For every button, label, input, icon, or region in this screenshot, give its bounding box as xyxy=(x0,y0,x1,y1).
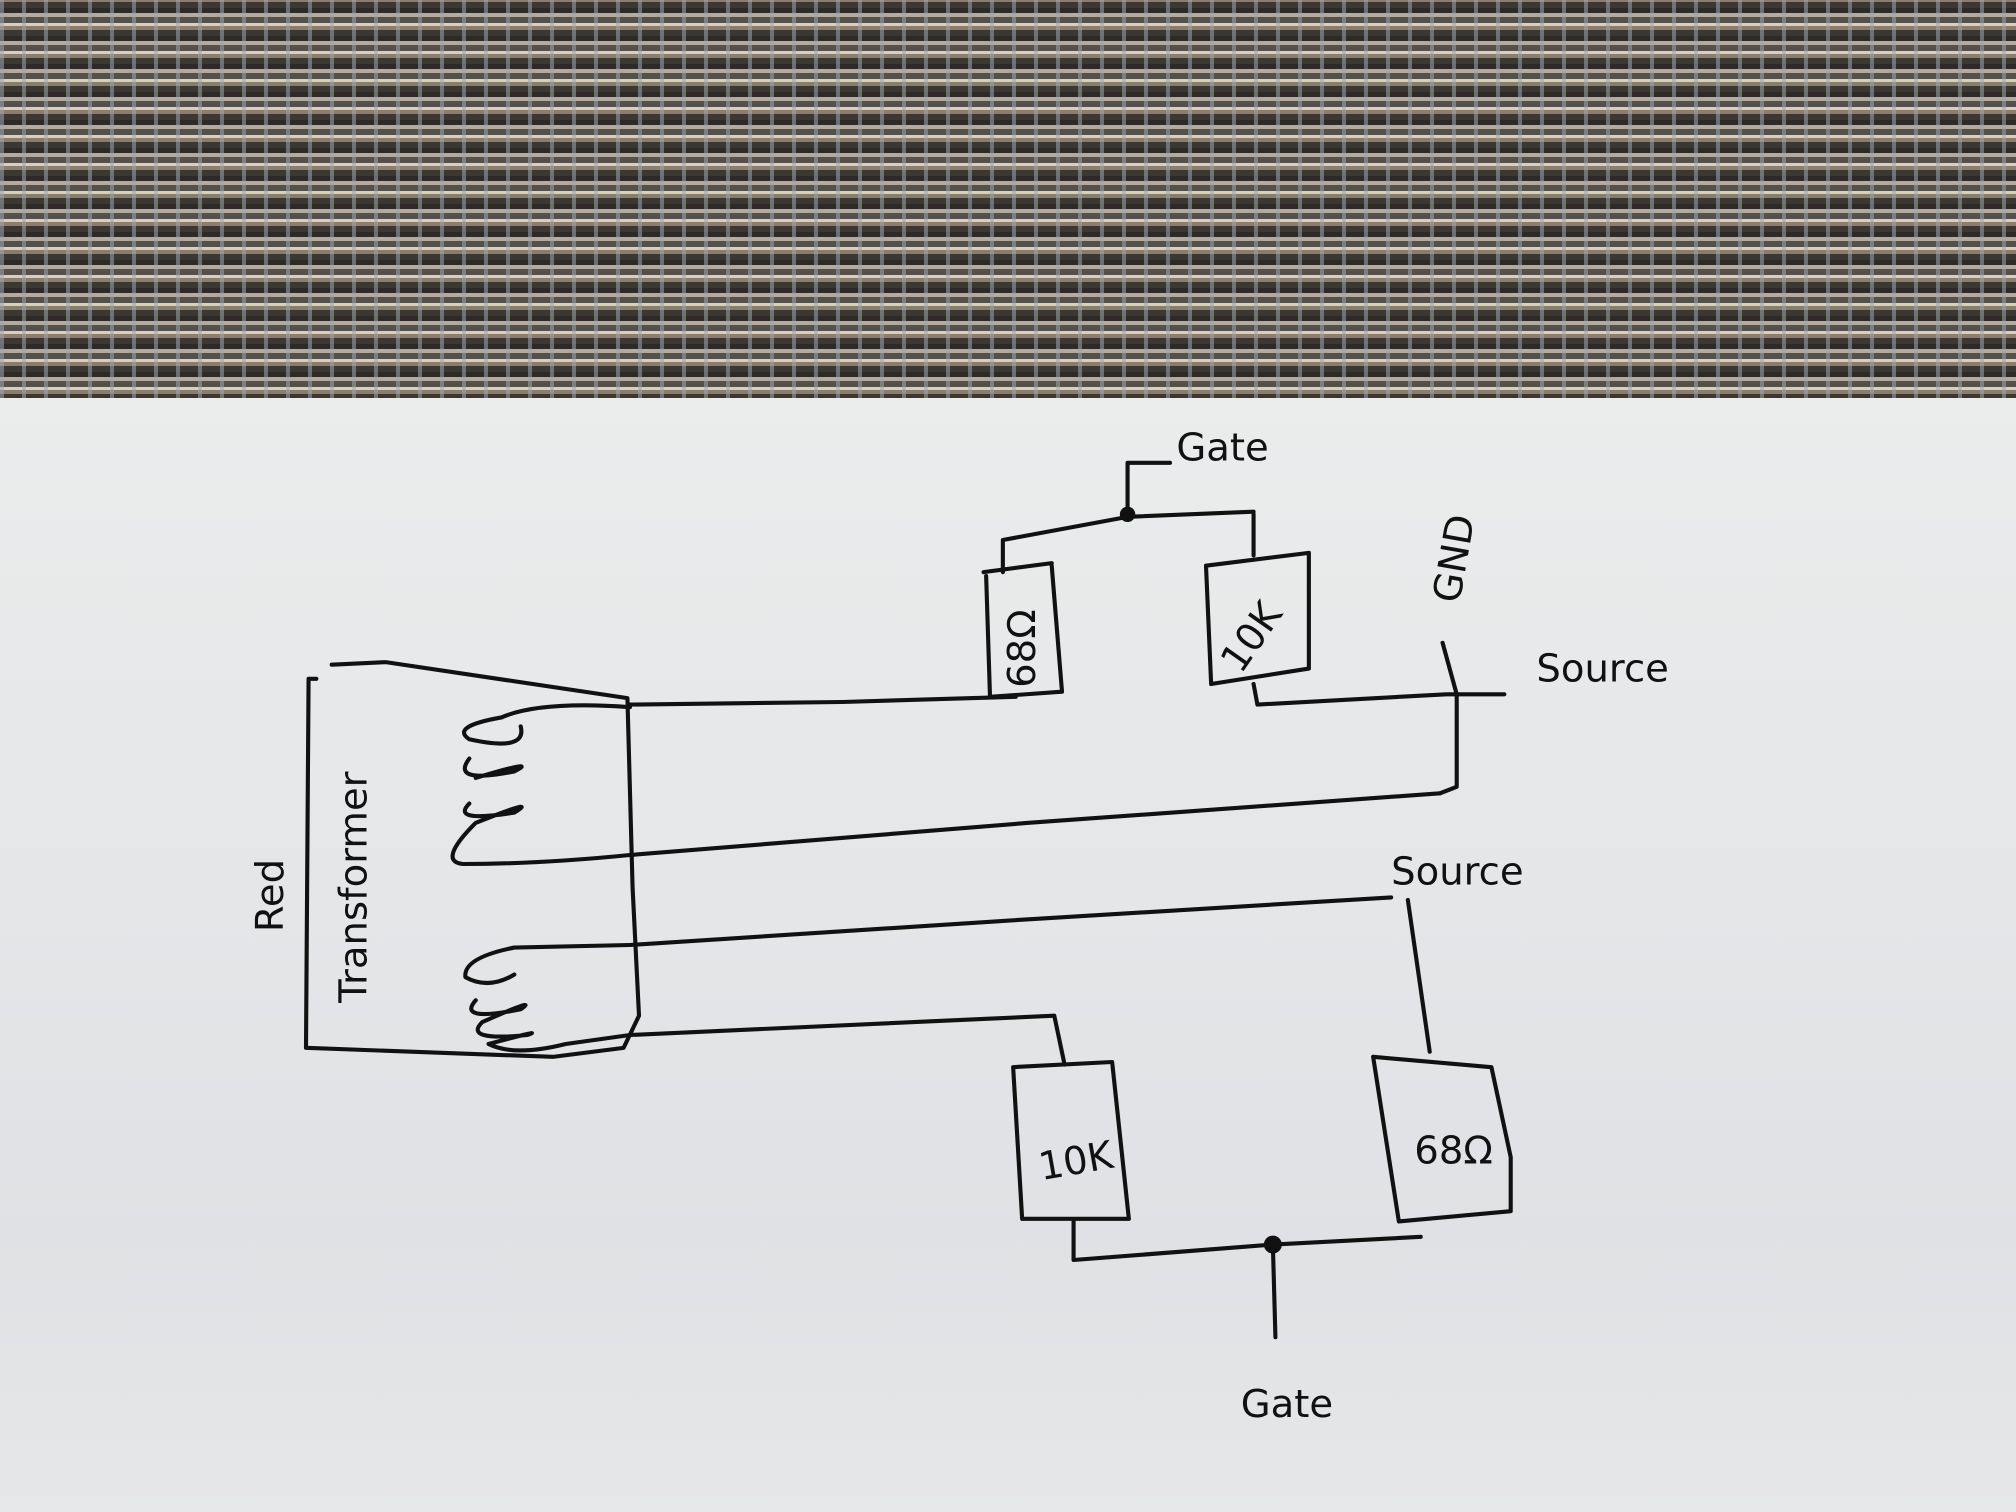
source-top-label: Source xyxy=(1536,646,1668,691)
wire-to-gnd xyxy=(627,791,1443,858)
paper-sheet xyxy=(0,398,2016,1512)
bottom-gate-wire xyxy=(1270,1242,1278,1340)
gnd-wire xyxy=(1437,640,1459,796)
gate-top-label: Gate xyxy=(1176,425,1268,470)
top-source-wire xyxy=(1251,681,1507,707)
resistor-10k-top-label: 10K xyxy=(1212,593,1292,681)
top-gate-bus xyxy=(1000,509,1256,575)
source-bottom-label: Source xyxy=(1391,850,1523,895)
top-gate-wire xyxy=(1125,460,1173,517)
resistor-68-top-label: 68Ω xyxy=(1000,609,1045,688)
bottom-gate-bus xyxy=(1071,1219,1423,1263)
resistor-10k-bottom-box xyxy=(1011,1059,1131,1221)
resistor-10k-top-box xyxy=(1203,550,1311,687)
coil-primary-icon xyxy=(450,703,633,867)
resistor-68-bottom-label: 68Ω xyxy=(1414,1129,1493,1174)
wire-to-10k-bottom xyxy=(627,1013,1067,1067)
source-bottom-down-wire xyxy=(1405,897,1432,1054)
transformer-box xyxy=(303,660,642,1059)
transformer-label: Transformer xyxy=(331,771,376,1004)
resistor-68-bottom-box xyxy=(1371,1054,1513,1224)
woven-placemat-background xyxy=(0,0,2016,400)
gate-bottom-label: Gate xyxy=(1241,1382,1333,1427)
wire-to-68-top xyxy=(627,694,1018,707)
resistor-68-top-box xyxy=(981,561,1065,699)
gnd-label: GND xyxy=(1425,511,1485,606)
resistor-10k-bottom-label: 10K xyxy=(1035,1133,1118,1191)
coil-secondary-icon xyxy=(463,942,633,1053)
red-label: Red xyxy=(248,859,293,932)
wire-to-source-bottom xyxy=(627,895,1394,948)
